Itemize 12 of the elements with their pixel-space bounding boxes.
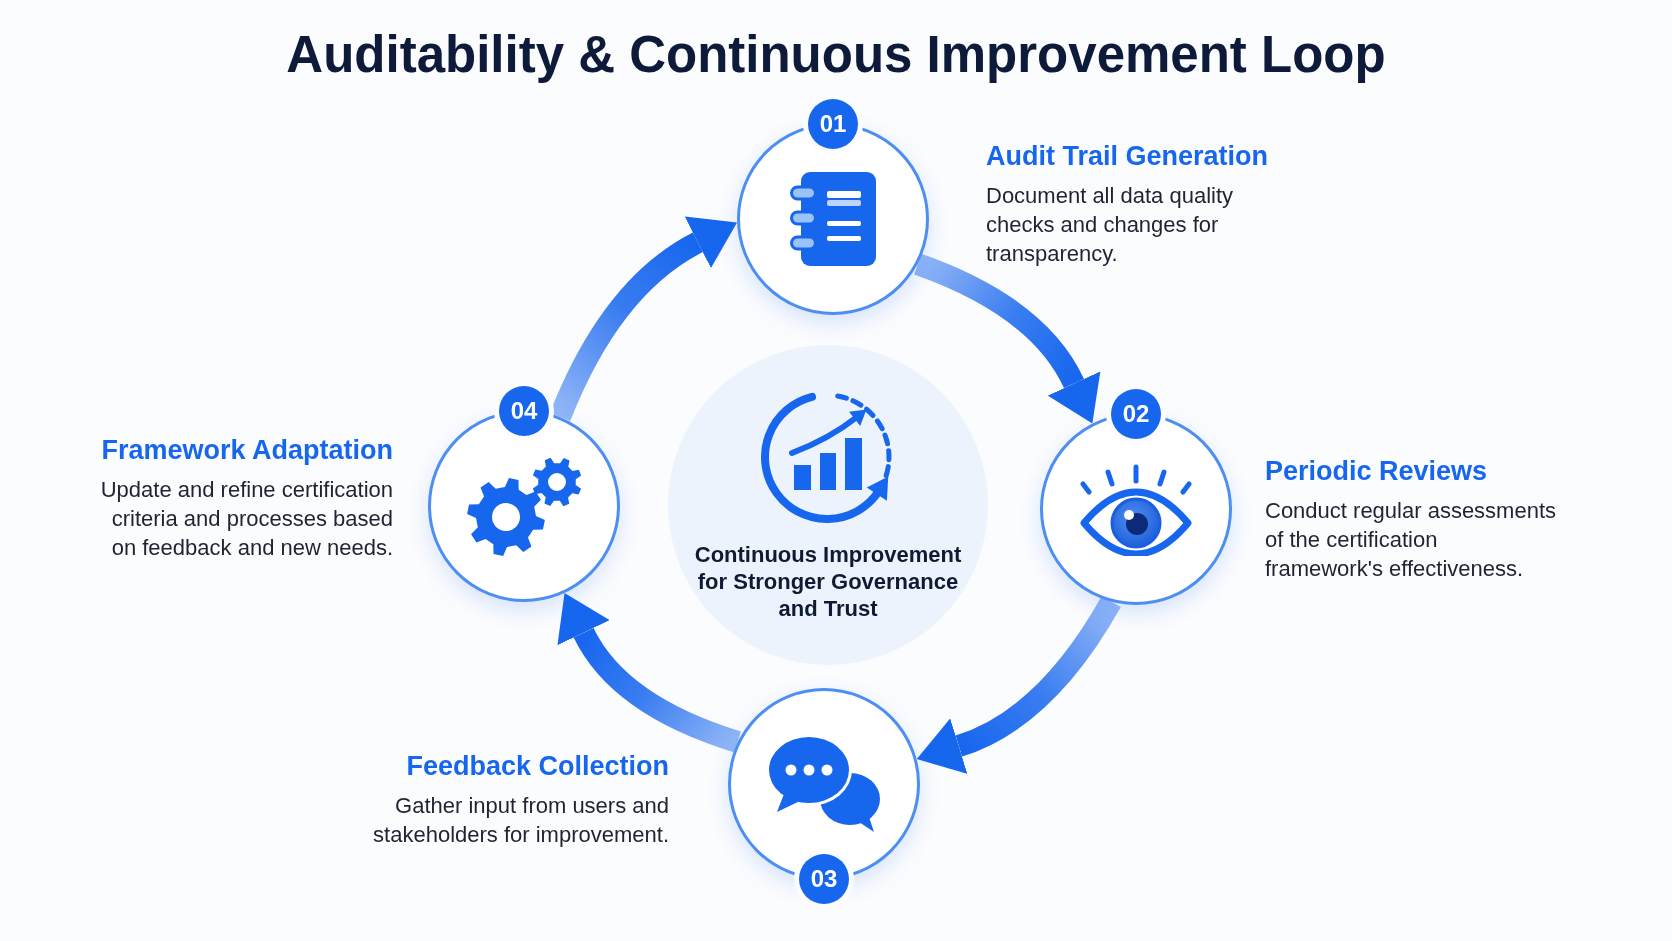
center-label: Continuous Improvement for Stronger Governance and Trust: [693, 541, 963, 622]
curved-arrow: [913, 253, 1100, 423]
step-description: Gather input from users and stakeholders for improvement.: [372, 792, 669, 849]
step-description: Document all data quality checks and changes for transparency.: [986, 182, 1235, 268]
step-heading: Feedback Collection: [406, 750, 669, 782]
step-heading: Periodic Reviews: [1265, 455, 1488, 487]
curved-arrow: [558, 594, 742, 753]
step-description: Conduct regular assessments of the certification framework's effectiveness.: [1265, 497, 1558, 583]
diagram-title: Auditability & Continuous Improvement Loop: [286, 25, 1386, 85]
step-description: Update and refine certification criteria and processes based on feedback and new needs.: [99, 476, 393, 562]
step-heading: Framework Adaptation: [101, 434, 393, 466]
step-heading: Audit Trail Generation: [986, 140, 1269, 172]
